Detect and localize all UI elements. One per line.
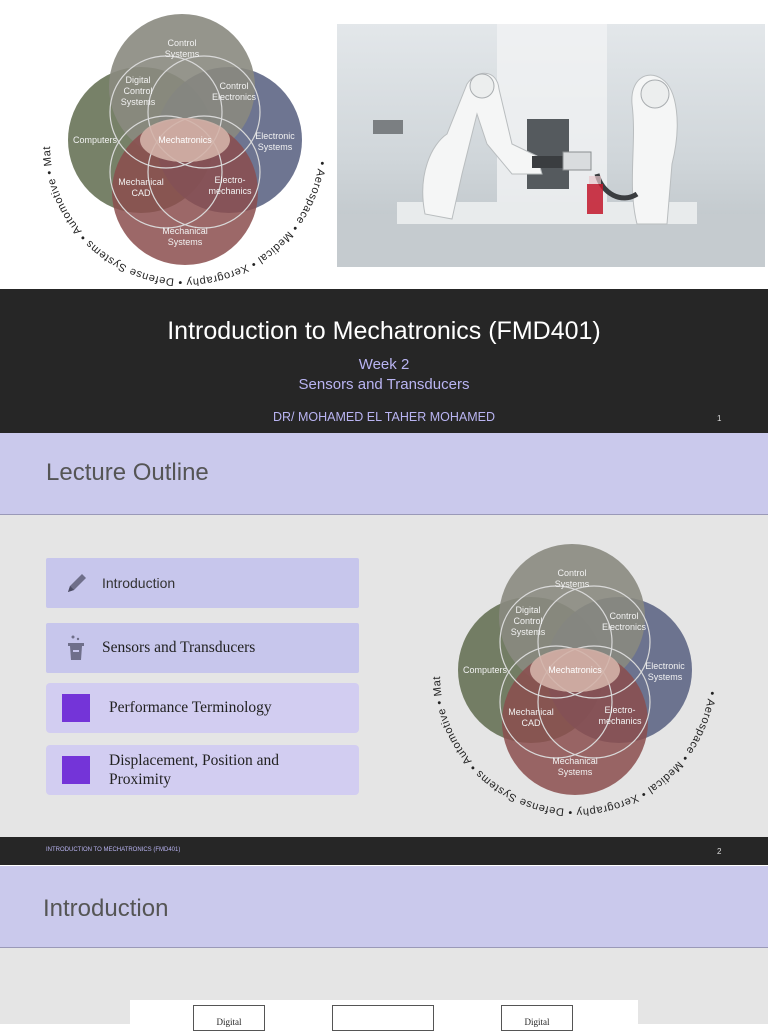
venn-top-label-2: Systems	[555, 579, 590, 589]
diagram-box-digital-left: Digital	[193, 1005, 265, 1031]
venn-br-label-1: Electro-	[214, 175, 245, 185]
mechatronics-venn-diagram-outline: Control Systems Computers Electronic Sys…	[432, 532, 717, 816]
venn-right-label-2: Systems	[258, 142, 293, 152]
venn-center	[140, 118, 230, 162]
venn-tl-label-2: Control	[123, 86, 152, 96]
venn-br-label-2: mechanics	[208, 186, 252, 196]
venn-tr-label-1: Control	[219, 81, 248, 91]
slide-3-header	[0, 866, 768, 948]
square-bullet-icon	[62, 694, 90, 722]
outline-item-displacement[interactable]: Displacement, Position and Proximity	[46, 745, 359, 795]
slide-title: Introduction to Mechatronics (FMD401)	[167, 317, 601, 345]
robot-arm-photo	[337, 24, 765, 267]
slide-2-header	[0, 433, 768, 515]
footer-text: INTRODUCTION TO MECHATRONICS (FMD401)	[46, 847, 181, 853]
mechatronics-venn-diagram: Control Systems Computers Electronic Sys…	[42, 2, 327, 286]
venn-inner-top-left	[109, 55, 223, 169]
title-bar	[0, 289, 768, 433]
venn-bottom-label-1: Mechanical	[552, 756, 598, 766]
venn-br-label-2: mechanics	[598, 716, 642, 726]
outline-item-introduction[interactable]: Introduction	[46, 558, 359, 608]
venn-tl-label-1: Digital	[125, 75, 150, 85]
outline-item-label: Displacement, Position and Proximity	[109, 752, 280, 788]
venn-bl-label-1: Mechanical	[118, 177, 164, 187]
venn-right-label-2: Systems	[648, 672, 683, 682]
venn-bottom-label-2: Systems	[558, 767, 593, 777]
venn-inner-bottom-right	[147, 115, 261, 229]
page-number: 1	[717, 414, 722, 423]
diagram-box-center	[332, 1005, 434, 1031]
venn-top-circle	[109, 14, 255, 160]
venn-inner-top-right	[147, 55, 261, 169]
venn-top-label-1: Control	[557, 568, 586, 578]
outline-item-performance[interactable]: Performance Terminology	[46, 683, 359, 733]
venn-tr-label-2: Electronics	[602, 622, 647, 632]
slide-topic: Sensors and Transducers	[298, 376, 470, 393]
venn-bottom-label-2: Systems	[168, 237, 203, 247]
venn-bl-label-2: CAD	[131, 188, 151, 198]
venn-tr-label-1: Control	[609, 611, 638, 621]
outline-item-label: Performance Terminology	[109, 699, 272, 716]
square-bullet-icon	[62, 756, 90, 784]
slide-author: DR/ MOHAMED EL TAHER MOHAMED	[272, 410, 495, 424]
venn-bl-label-2: CAD	[521, 718, 541, 728]
venn-tr-label-2: Electronics	[212, 92, 257, 102]
diagram-box-digital-right: Digital	[501, 1005, 573, 1031]
page-number: 2	[717, 847, 722, 856]
venn-tl-label-3: Systems	[121, 97, 156, 107]
venn-center-label: Mechatronics	[158, 135, 212, 145]
lecture-outline-title: Lecture Outline	[46, 459, 209, 486]
venn-bottom-label-1: Mechanical	[162, 226, 208, 236]
venn-center-label: Mechatronics	[548, 665, 602, 675]
venn-left-label: Computers	[73, 135, 118, 145]
slide-week: Week 2	[358, 356, 410, 373]
venn-right-label-1: Electronic	[255, 131, 295, 141]
outline-item-label: Introduction	[102, 575, 176, 591]
venn-tl-label-1: Digital	[515, 605, 540, 615]
venn-bl-label-1: Mechanical	[508, 707, 554, 717]
venn-right-label-1: Electronic	[645, 661, 685, 671]
introduction-title: Introduction	[43, 895, 169, 922]
outline-item-label: Sensors and Transducers	[102, 639, 256, 656]
outline-item-sensors[interactable]: Sensors and Transducers	[46, 623, 359, 673]
venn-inner-bottom-left	[109, 115, 223, 229]
venn-left-label: Computers	[463, 665, 508, 675]
venn-top-label-2: Systems	[165, 49, 200, 59]
venn-top-label-1: Control	[167, 38, 196, 48]
venn-bottom-circle	[112, 119, 258, 265]
venn-tl-label-3: Systems	[511, 627, 546, 637]
venn-br-label-1: Electro-	[604, 705, 635, 715]
pencil-icon	[64, 570, 90, 600]
beaker-icon	[65, 634, 87, 666]
slide-2-footer	[0, 837, 768, 865]
venn-tl-label-2: Control	[513, 616, 542, 626]
